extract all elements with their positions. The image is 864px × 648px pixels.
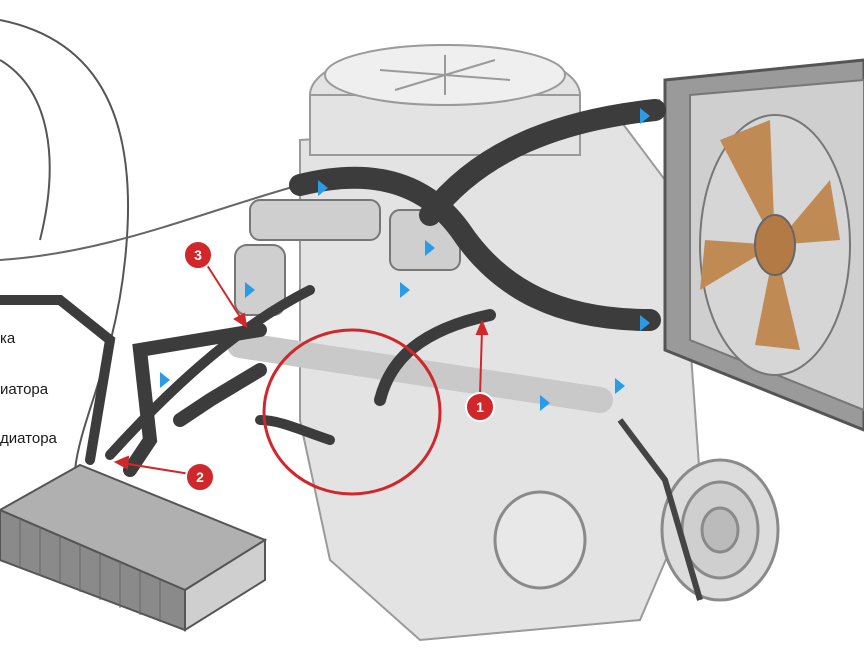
callout-2-number: 2	[196, 469, 204, 485]
coolant-pipe	[227, 332, 613, 413]
flow-arrow	[615, 378, 625, 394]
drive-belt	[617, 418, 703, 601]
flow-arrow	[640, 315, 650, 331]
heater-radiator	[0, 463, 268, 632]
callout-leaders	[113, 261, 489, 475]
flow-arrows	[160, 108, 650, 411]
thin-wire	[0, 59, 51, 241]
hoses	[0, 99, 666, 477]
flow-arrow	[640, 108, 650, 124]
flow-arrow	[425, 240, 435, 256]
callout-2: 2	[185, 462, 215, 492]
callout-1: 1	[465, 392, 495, 422]
flow-arrow	[400, 282, 410, 298]
flow-arrow	[540, 395, 550, 411]
side-label-1: ка	[0, 330, 16, 347]
oil-filter	[493, 490, 587, 590]
flow-arrow	[245, 282, 255, 298]
flow-arrow	[318, 180, 328, 196]
highlight-circle	[262, 328, 442, 496]
side-label-3: диатора	[0, 430, 57, 447]
callout-1-number: 1	[476, 399, 484, 415]
air-filter-lid	[379, 55, 511, 95]
callout-3-number: 3	[194, 247, 202, 263]
side-label-2: иатора	[0, 381, 49, 398]
flow-arrow	[160, 372, 170, 388]
thin-wire	[0, 19, 129, 471]
callout-3: 3	[183, 240, 213, 270]
cooling-fan	[699, 114, 851, 376]
